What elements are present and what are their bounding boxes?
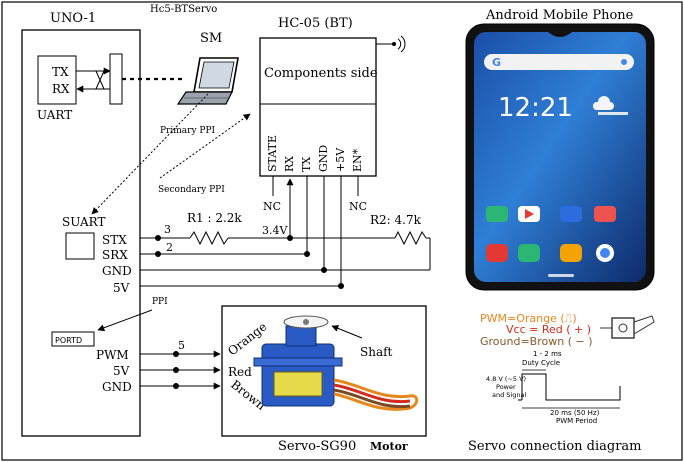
pin-en: EN*	[351, 148, 364, 172]
junction-srx	[155, 251, 161, 257]
v34-label: 3.4V	[262, 224, 288, 237]
android-phone-image: G 12:21	[465, 23, 655, 291]
period-value: 20 ms (50 Hz)	[550, 409, 600, 417]
uart-label: UART	[37, 108, 72, 122]
pin-rx: RX	[283, 156, 296, 172]
primary-ppi-label: Primary PPI	[160, 126, 215, 136]
junction-stx	[155, 235, 161, 241]
servo-sg90-image	[253, 315, 419, 411]
svg-text:G: G	[492, 56, 501, 69]
shaft-label: Shaft	[360, 345, 393, 359]
servo-box	[221, 305, 427, 437]
laptop-icon	[176, 57, 239, 105]
power-voltage: 4.8 V (~5 V)	[486, 375, 526, 383]
junction-tx	[304, 251, 310, 257]
gnd-label: GND	[102, 264, 132, 278]
portd-label: PORTD	[55, 336, 82, 345]
servo-caption: Servo-SG90	[278, 439, 356, 454]
pin-5v: +5V	[334, 147, 347, 172]
hc05-label: HC-05 (BT)	[278, 16, 353, 31]
stx-label: STX	[102, 233, 127, 247]
suart-box	[65, 232, 95, 260]
usb-connector	[109, 53, 123, 105]
duty-range: 1 - 2 ms	[533, 350, 562, 358]
pgnd-label: GND	[102, 380, 132, 394]
cross-line-2	[95, 70, 105, 90]
suart-label: SUART	[62, 215, 105, 229]
pin-state: STATE	[266, 135, 279, 172]
r1-resistor	[189, 230, 229, 246]
wire-3-label: 3	[164, 223, 171, 236]
diagram-title: Hc5-BTServo	[150, 4, 217, 15]
junction-servo-gnd	[173, 383, 179, 389]
pin-tx: TX	[300, 157, 313, 172]
sm-label: SM	[200, 31, 222, 46]
r1-label: R1 : 2.2k	[187, 211, 242, 225]
uart-box	[37, 55, 77, 105]
junction-gnd	[321, 267, 327, 273]
portd-box	[51, 331, 95, 347]
uno-board	[21, 29, 141, 437]
motor-label: Motor	[370, 440, 408, 453]
nc-left: NC	[263, 200, 281, 213]
servo-red-label: Red	[228, 365, 252, 379]
junction-pwm	[173, 351, 179, 357]
primary-ppi-arrow	[91, 93, 209, 215]
pin-gnd: GND	[317, 145, 330, 172]
pwm-label: PWM	[96, 348, 129, 362]
hc05-module	[259, 37, 377, 177]
r2-resistor	[394, 230, 427, 246]
wire-2-label: 2	[166, 241, 173, 254]
servo-diagram-caption: Servo connection diagram	[468, 439, 642, 454]
wire-5-label: 5	[178, 339, 185, 352]
vcc-color-line: Vcc = Red ( + )	[506, 323, 591, 336]
portd-ppi-label: PPI	[152, 297, 168, 307]
junction-rx	[287, 235, 293, 241]
duty-label: Duty Cycle	[522, 359, 560, 367]
power-label-2: and Signal	[492, 391, 526, 399]
servo-symbol-icon	[600, 315, 655, 339]
junction-servo-5v	[173, 367, 179, 373]
secondary-ppi-arrow	[159, 113, 251, 179]
pwm-waveform	[521, 373, 621, 401]
r2-label: R2: 4.7k	[370, 213, 422, 227]
phone-time: 12:21	[498, 93, 573, 123]
uart-rx-label: RX	[52, 82, 70, 96]
uno-label: UNO-1	[50, 11, 96, 26]
junction-vcc	[338, 283, 344, 289]
pwm-color-line: PWM=Orange (⎍)	[480, 312, 577, 325]
shaft-arrow	[331, 325, 363, 339]
nc-right: NC	[349, 200, 367, 213]
hc05-components: Components side	[264, 66, 378, 81]
srx-label: SRX	[102, 248, 128, 262]
p5v-label: 5V	[113, 364, 130, 378]
period-label: PWM Period	[556, 417, 597, 425]
portd-ppi-arrow	[97, 309, 153, 332]
uart-tx-label: TX	[52, 65, 69, 79]
bluetooth-antenna-icon	[376, 35, 406, 53]
power-label-1: Power	[496, 383, 516, 391]
phone-title: Android Mobile Phone	[485, 8, 634, 23]
secondary-ppi-label: Secondary PPI	[158, 185, 225, 195]
v5-label: 5V	[113, 281, 130, 295]
gnd-color-line: Ground=Brown ( − )	[480, 335, 593, 348]
